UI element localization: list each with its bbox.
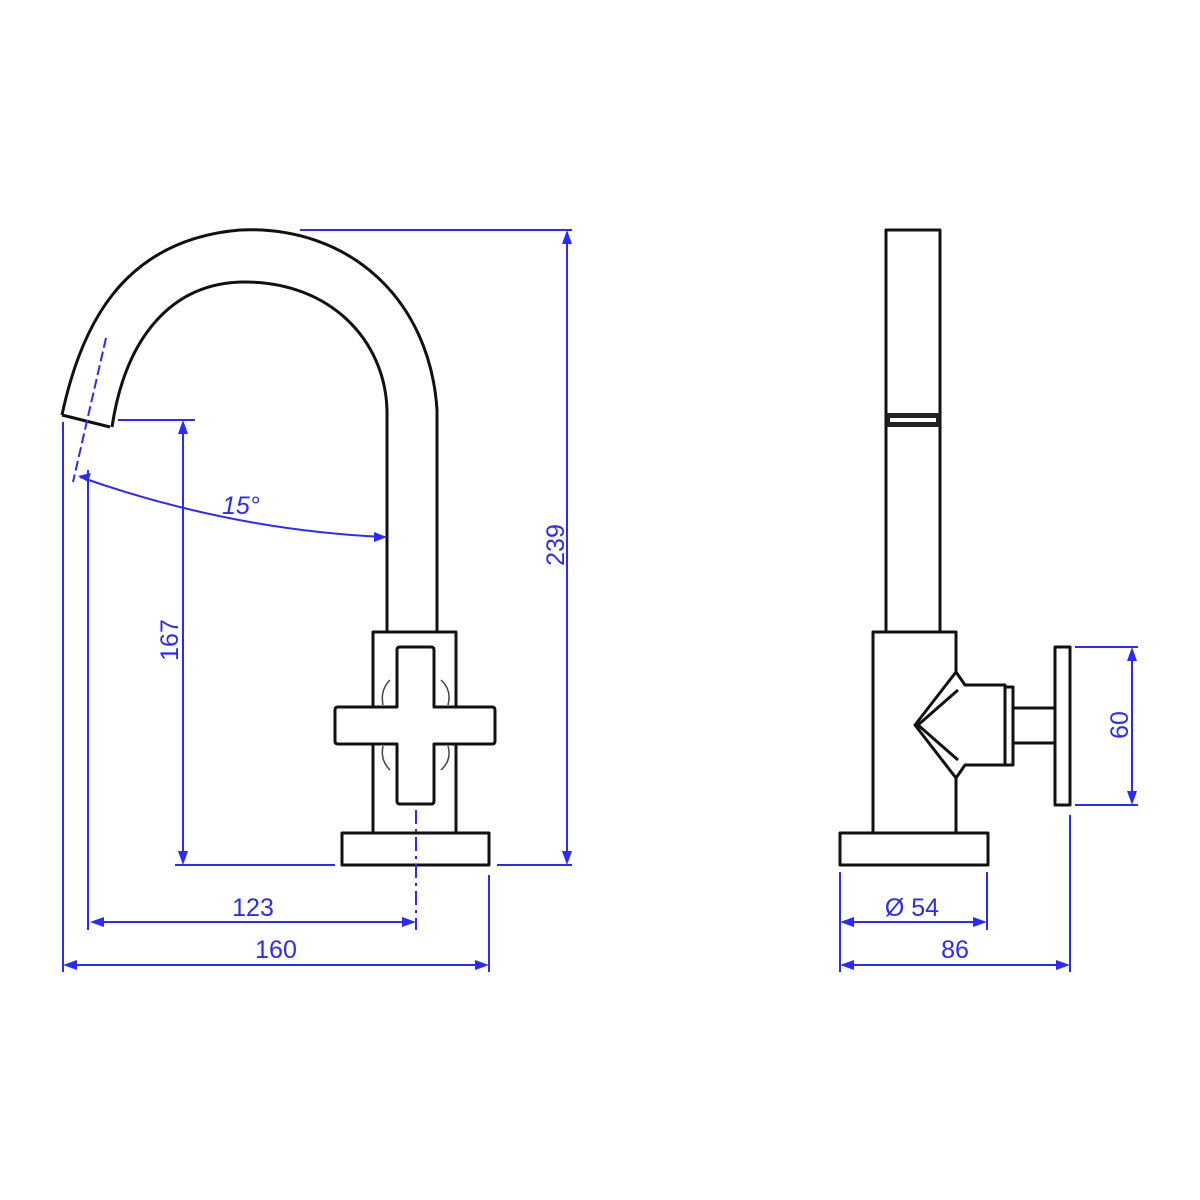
dim-angle-arc (79, 476, 386, 538)
dim-123-label: 123 (232, 894, 274, 922)
dim-167-label: 167 (156, 619, 184, 661)
dim-86-lines (848, 815, 1071, 972)
valve-flange (1003, 685, 1015, 767)
dim-160-label: 160 (255, 936, 297, 964)
dim-123-lines (87, 470, 408, 930)
spout-axis-line (72, 337, 107, 483)
dim-60-lines (1075, 646, 1138, 806)
spout-tube (884, 228, 942, 634)
dim-60-label: 60 (1106, 711, 1134, 739)
spout-inner-outline (110, 280, 389, 632)
cross-handle (333, 645, 497, 806)
dim-54-label: Ø 54 (885, 894, 939, 922)
side-base-plate (838, 831, 990, 867)
dim-86-label: 86 (941, 936, 969, 964)
aerator-band-highlight (890, 418, 936, 422)
handle-shading (381, 679, 450, 771)
dim-167-lines (118, 419, 335, 866)
side-view: 60 Ø 54 86 (838, 228, 1138, 972)
dim-160-lines (62, 422, 490, 972)
dim-239-lines (300, 229, 572, 866)
spout-outer-outline (60, 228, 439, 632)
dim-239-label: 239 (542, 524, 570, 566)
valve-stem (1013, 706, 1056, 745)
front-view: 239 167 15° 123 160 (60, 228, 572, 972)
dim-angle-label: 15° (222, 492, 260, 520)
side-handle (1053, 645, 1072, 807)
valve-bonnet (913, 670, 1007, 780)
